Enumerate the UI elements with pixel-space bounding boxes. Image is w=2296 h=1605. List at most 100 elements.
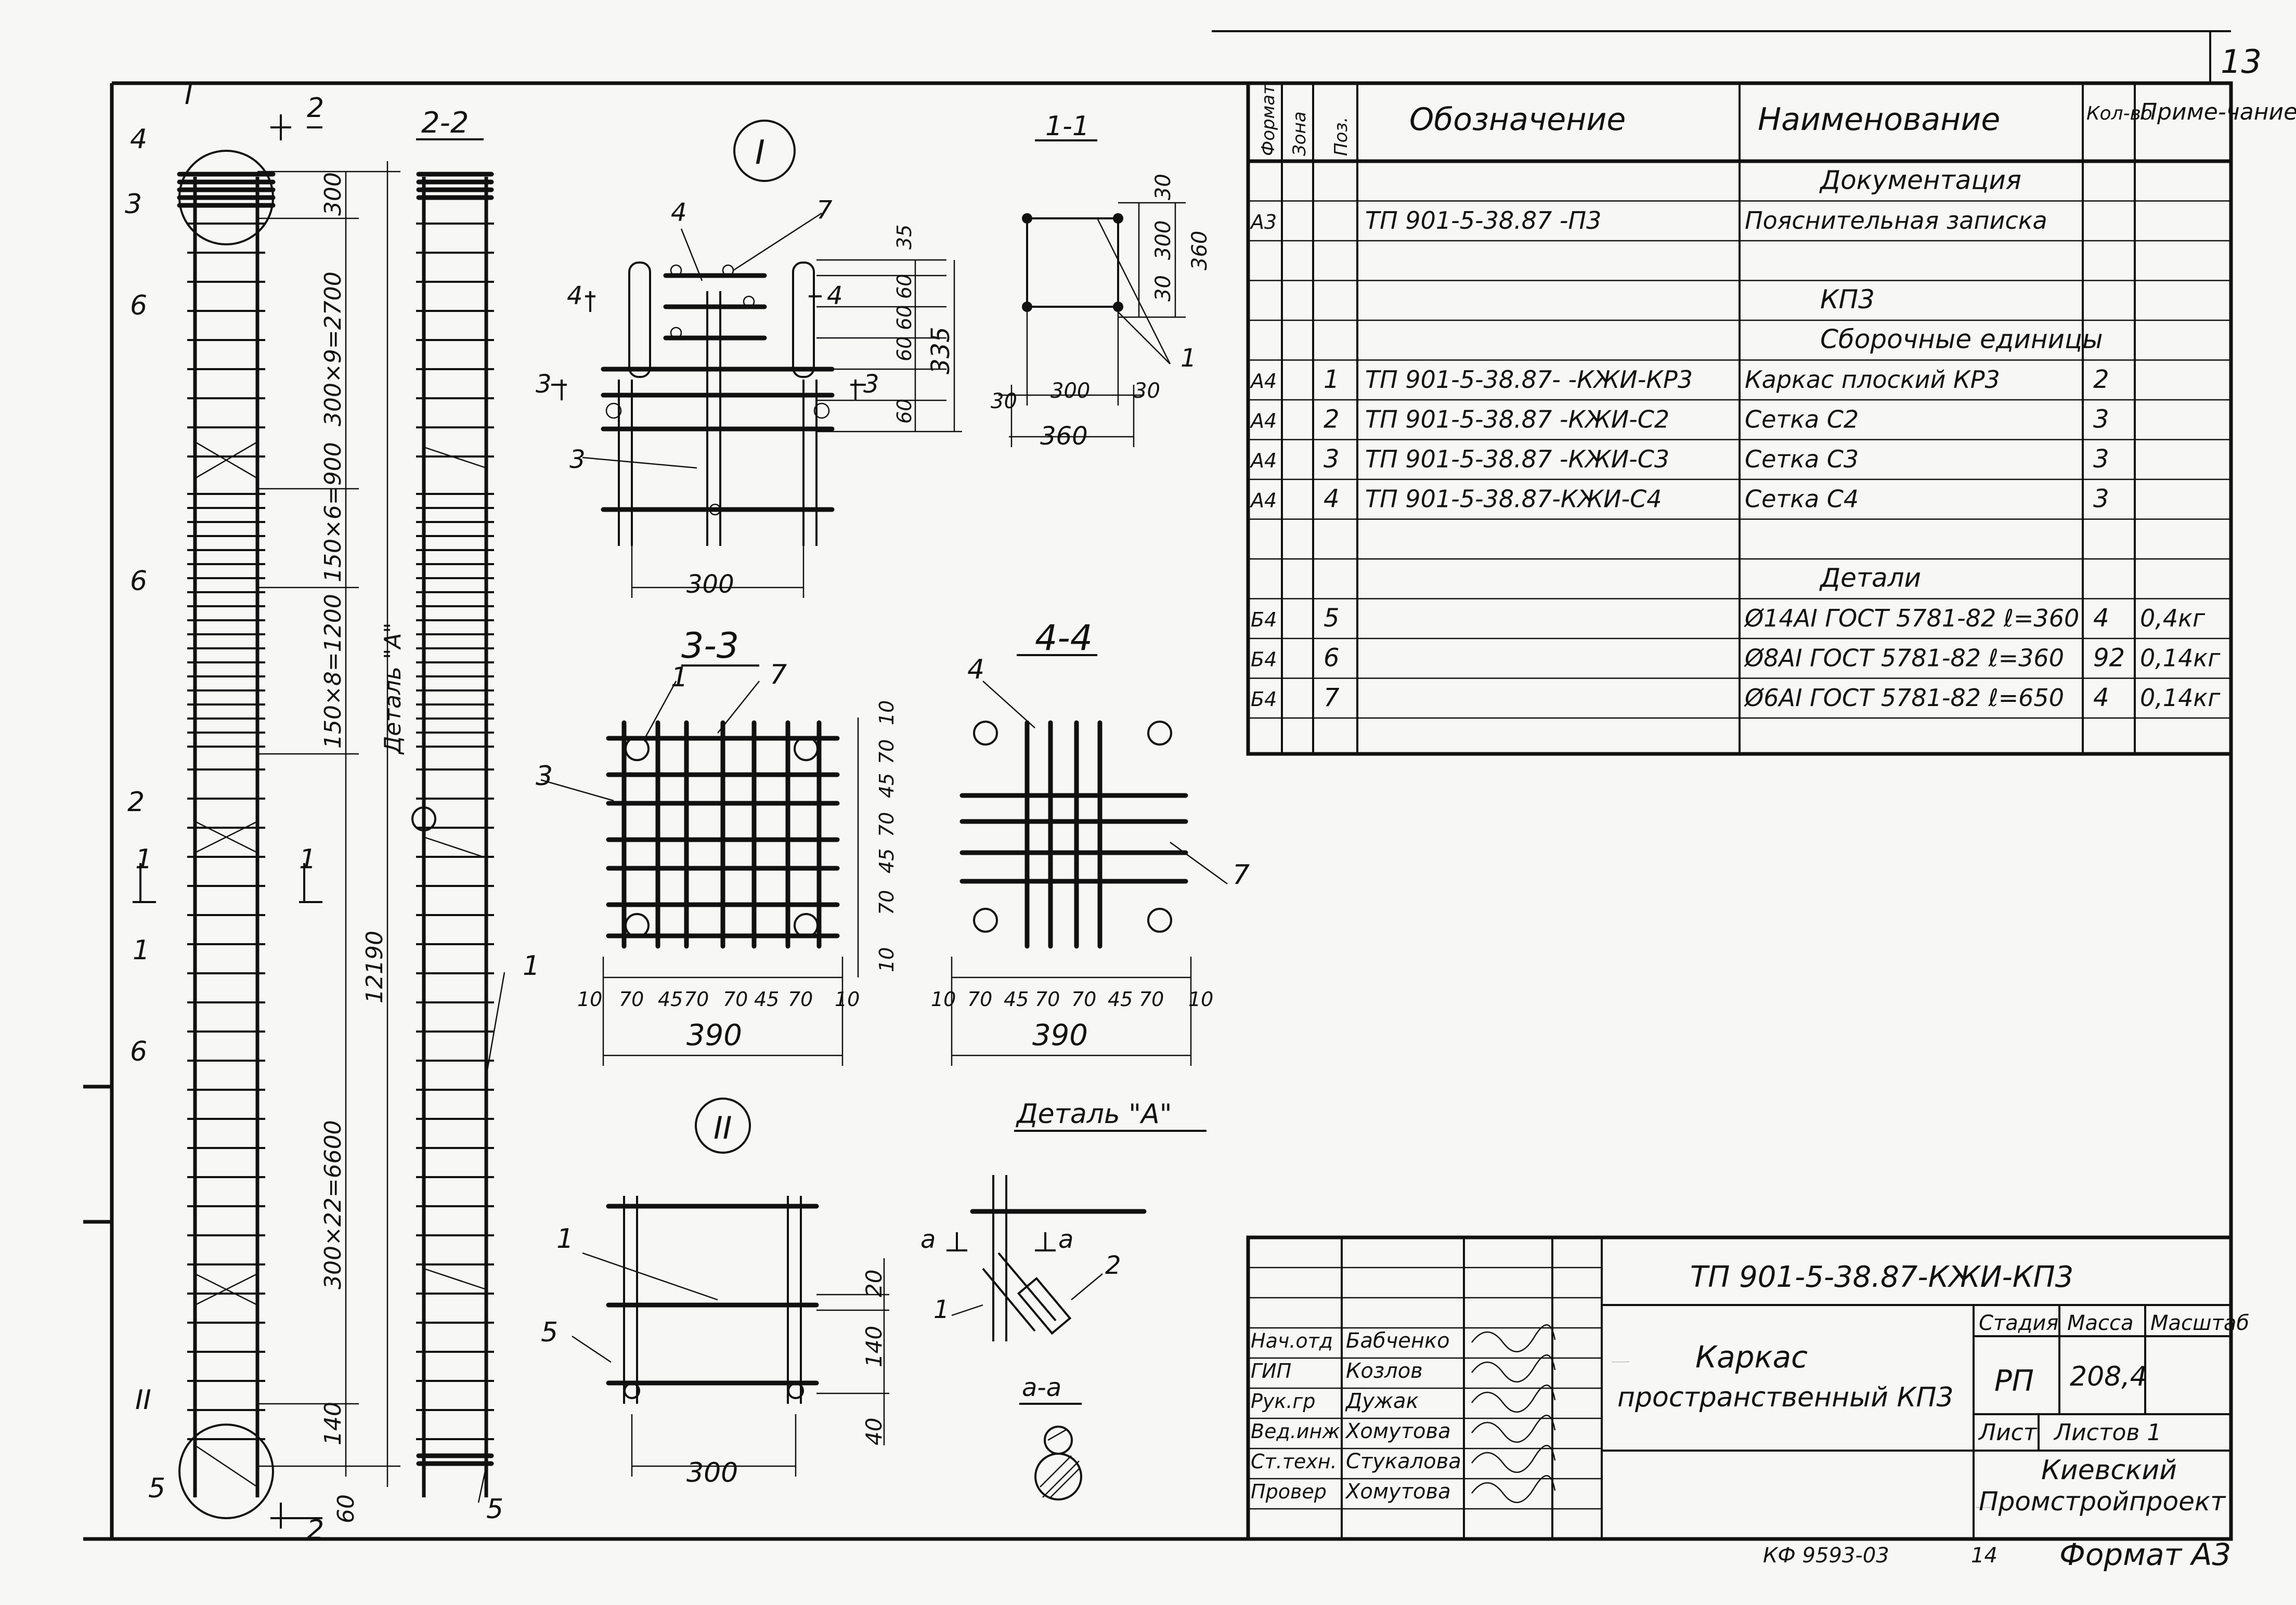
detail-A-ref: Деталь "А": [380, 622, 406, 755]
spec-row-8-name: Сетка С4: [1745, 485, 1859, 513]
title-full: Каркас пространственный КП3: [1612, 1361, 1630, 1363]
s33-dim-390: 390: [686, 1019, 742, 1052]
spec-row-11-qty: 4: [2093, 604, 2109, 633]
stamp-mass-label: Масса: [2067, 1311, 2134, 1335]
spec-header-note: Приме-чание: [2140, 99, 2296, 125]
stamp-person-4: Стукалова: [1346, 1450, 1461, 1473]
callout-6a: 6: [130, 290, 147, 321]
stamp-scale-label: Масштаб: [2150, 1311, 2249, 1335]
spec-header-format: Формат: [1258, 84, 1279, 156]
dI-callout-7: 7: [816, 195, 833, 225]
section-2-2: [411, 172, 505, 1503]
spec-header-pos: Поз.: [1331, 117, 1352, 156]
spec-row-6-designation: ТП 901-5-38.87 -КЖИ-С2: [1365, 406, 1669, 434]
s44-d5: 70: [1071, 988, 1096, 1011]
s11-dim-30t: 30: [1151, 174, 1175, 200]
dA-section-label: а-а: [1022, 1373, 1061, 1402]
s11-callout-1: 1: [1181, 344, 1197, 373]
spec-row-5-format: А4: [1249, 370, 1277, 393]
section-4-4-title: 4-4: [1035, 618, 1093, 659]
dim-12190: 12190: [361, 931, 388, 1003]
s33-v6: 70: [875, 890, 898, 915]
spec-row-11-format: Б4: [1251, 608, 1277, 631]
s44-callout-7: 7: [1233, 859, 1250, 891]
s33-d3: 45: [658, 988, 683, 1011]
s11-dim-360h: 360: [1040, 422, 1088, 451]
section-2-2-title: 2-2: [421, 106, 469, 140]
spec-row-6-qty: 3: [2093, 405, 2109, 434]
detail-I-title: I: [755, 134, 765, 172]
s11-dim-360v: 360: [1188, 231, 1212, 270]
signature-0: [1471, 1324, 1556, 1352]
stamp-person-3: Хомутова: [1345, 1419, 1451, 1443]
roman-II-label: II: [135, 1385, 151, 1416]
dII-callout-1: 1: [556, 1223, 574, 1255]
spec-row-7-format: А4: [1249, 449, 1277, 472]
spec-row-4-name: Сборочные единицы: [1820, 324, 2103, 355]
stamp-role-2: Рук.гр: [1251, 1390, 1316, 1413]
s44-d2: 70: [967, 988, 992, 1011]
s44-d8: 10: [1188, 988, 1213, 1011]
org-line2: Промстройпроект: [1979, 1486, 2226, 1517]
s22-callout-1: 1: [523, 950, 540, 982]
callout-1: 1: [133, 935, 150, 966]
detail-II-title: II: [714, 1110, 732, 1146]
dI-dim-60c: 60: [893, 336, 916, 361]
s33-v4: 70: [875, 812, 898, 837]
title-name-line1: Каркас: [1695, 1339, 1808, 1375]
cut-2-label: 2: [307, 93, 324, 124]
spec-row-12-qty: 92: [2093, 644, 2125, 673]
stamp-stage-label: Стадия: [1979, 1311, 2058, 1335]
stamp-person-1: Козлов: [1346, 1359, 1423, 1383]
dI-dim-60b: 60: [893, 305, 916, 330]
s33-v2: 70: [875, 739, 898, 764]
spec-row-0-name: Документация: [1819, 165, 2021, 195]
dI-dim-300: 300: [686, 570, 734, 599]
s44-d3: 45: [1004, 988, 1029, 1011]
s33-v7: 10: [875, 947, 898, 972]
detail-II: [572, 1098, 889, 1477]
dim-1200: 150×8=1200: [320, 594, 346, 749]
dI-cut-3l: 3: [536, 370, 552, 399]
spec-row-11-note: 0,4кг: [2140, 604, 2206, 632]
s33-callout-3: 3: [536, 761, 553, 792]
spec-row-5-pos: 1: [1324, 365, 1340, 394]
section-1-1-title: 1-1: [1045, 111, 1089, 142]
detail-I: [551, 120, 962, 598]
spec-row-6-name: Сетка С2: [1745, 406, 1859, 434]
dI-cut-4l: 4: [567, 281, 583, 310]
section-3-3-title: 3-3: [681, 625, 739, 667]
spec-row-5-designation: ТП 901-5-38.87- -КЖИ-КР3: [1365, 366, 1693, 394]
spec-row-10-name: Детали: [1819, 563, 1921, 593]
signature-4: [1471, 1445, 1556, 1473]
stamp-mass: 208,4: [2070, 1361, 2147, 1392]
s33-v1: 10: [875, 700, 898, 725]
sheet-number: 13: [2221, 43, 2262, 81]
stamp-person-5: Хомутова: [1345, 1480, 1451, 1504]
s33-callout-1: 1: [671, 662, 688, 693]
spec-row-7-designation: ТП 901-5-38.87 -КЖИ-С3: [1365, 445, 1669, 473]
stamp-role-0: Нач.отд: [1251, 1329, 1333, 1352]
spec-row-13-qty: 4: [2093, 683, 2109, 712]
callout-3: 3: [125, 189, 142, 220]
dI-dim-335: 335: [926, 327, 955, 374]
org-line1: Киевский: [2041, 1455, 2177, 1486]
dim-900: 150×6=900: [320, 442, 346, 582]
section-4-4: [951, 654, 1228, 1066]
spec-row-3-name: КП3: [1820, 284, 1875, 315]
stamp-role-3: Вед.инж: [1251, 1420, 1340, 1443]
spec-header-zone: Зона: [1289, 111, 1310, 156]
spec-row-7-pos: 3: [1324, 445, 1340, 474]
section-1-1: [998, 139, 1186, 447]
stamp-role-4: Ст.техн.: [1251, 1450, 1337, 1473]
spec-row-12-note: 0,14кг: [2140, 644, 2221, 672]
signature-3: [1471, 1415, 1556, 1443]
callout-5: 5: [148, 1473, 165, 1504]
spec-row-12-name: Ø8АI ГОСТ 5781-82 ℓ=360: [1744, 644, 2064, 672]
spec-row-12-format: Б4: [1251, 648, 1277, 671]
dA-cut-a-right: a: [1058, 1225, 1073, 1254]
spec-row-5-name: Каркас плоский КР3: [1745, 366, 2000, 394]
spec-row-13-pos: 7: [1324, 683, 1340, 712]
sheet-frame: [83, 30, 2233, 1541]
dim-300-top: 300: [320, 172, 346, 216]
